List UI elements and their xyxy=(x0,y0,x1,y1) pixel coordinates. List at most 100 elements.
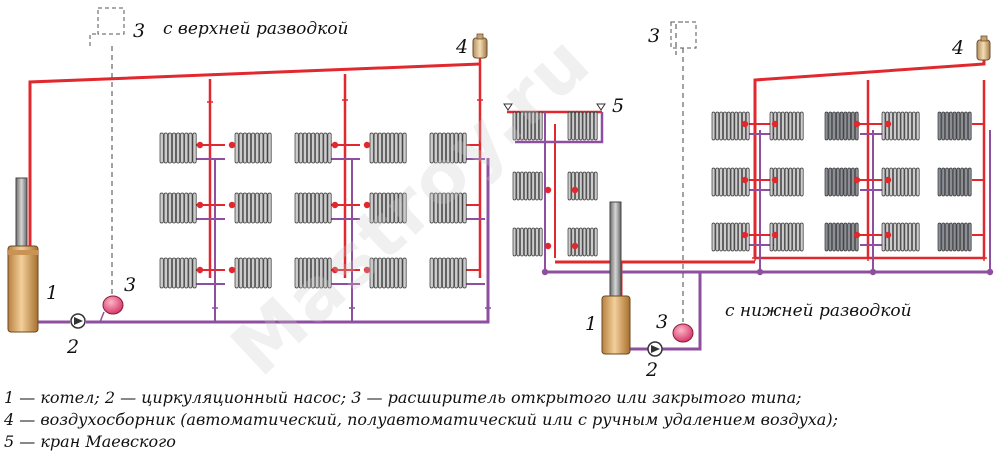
thermo-valve xyxy=(228,266,236,274)
right-radiator xyxy=(769,222,804,252)
right-boiler xyxy=(601,201,631,355)
right-expansion-tank-top xyxy=(670,21,697,49)
left-label-boiler: 1 xyxy=(46,282,59,304)
thermo-valve xyxy=(228,141,236,149)
right-radiator xyxy=(711,167,750,197)
left-radiator xyxy=(294,132,332,164)
left-radiator xyxy=(159,257,197,289)
shutoff-valve xyxy=(981,255,987,261)
right-pump xyxy=(647,341,663,357)
thermo-valve xyxy=(363,266,371,274)
right-radiator xyxy=(881,222,920,252)
drain-valve xyxy=(986,268,994,276)
left-radiator xyxy=(234,192,272,224)
left-radiator xyxy=(429,192,467,224)
thermo-valve xyxy=(884,231,892,239)
thermo-valve xyxy=(228,201,236,209)
thermo-valve xyxy=(544,186,552,194)
right-radiator-small xyxy=(512,171,543,201)
radiator-group xyxy=(159,111,972,289)
right-top-loop xyxy=(515,112,604,144)
thermo-valve xyxy=(853,176,861,184)
left-radiator xyxy=(429,257,467,289)
thermo-valve xyxy=(853,231,861,239)
thermo-valve xyxy=(884,120,892,128)
thermo-valve xyxy=(196,266,204,274)
right-supply-top xyxy=(753,60,986,258)
left-radiator xyxy=(234,132,272,164)
thermo-valve xyxy=(853,120,861,128)
thermo-valve xyxy=(196,141,204,149)
left-pump xyxy=(70,313,86,329)
right-tank-top-line xyxy=(675,21,683,55)
shutoff-valve xyxy=(207,99,213,105)
right-radiator xyxy=(937,167,972,197)
right-radiator xyxy=(769,111,804,141)
right-radiator xyxy=(881,167,920,197)
legend-line-1: 1 — котел; 2 — циркуляционный насос; 3 —… xyxy=(4,388,802,407)
thermo-valve xyxy=(771,231,779,239)
right-radiator-small xyxy=(512,111,543,141)
legend-line-3: 5 — кран Маевского xyxy=(4,432,176,451)
right-label-air-collector: 4 xyxy=(952,37,965,59)
left-boiler xyxy=(7,177,39,333)
right-radiator-small xyxy=(567,111,598,141)
shutoff-valve xyxy=(349,305,355,311)
right-radiator-small xyxy=(512,227,543,257)
right-label-pump: 2 xyxy=(646,359,659,381)
right-label-tank-top: 3 xyxy=(648,25,661,47)
thermo-valve xyxy=(363,141,371,149)
right-radiator xyxy=(769,167,804,197)
right-return-to-pump xyxy=(662,272,702,351)
right-label-mayevsky: 5 xyxy=(612,95,625,117)
left-expansion-tank-top xyxy=(89,7,125,46)
thermo-valve xyxy=(331,141,339,149)
right-scheme-title: с нижней разводкой xyxy=(725,301,912,321)
left-radiator xyxy=(234,257,272,289)
left-air-collector xyxy=(472,33,488,59)
thermo-valve xyxy=(196,201,204,209)
shutoff-valve xyxy=(212,305,218,311)
thermo-valve xyxy=(771,120,779,128)
thermo-valve xyxy=(741,231,749,239)
shutoff-valve xyxy=(485,305,491,311)
thermo-valve xyxy=(544,242,552,250)
right-radiator xyxy=(824,111,859,141)
shutoff-valve xyxy=(752,255,758,261)
right-radiator xyxy=(824,167,859,197)
left-radiator xyxy=(429,132,467,164)
left-label-tank-top: 3 xyxy=(133,20,146,42)
right-radiator xyxy=(881,111,920,141)
right-radiator xyxy=(711,222,750,252)
drain-valve xyxy=(541,268,549,276)
left-supply-main xyxy=(28,62,481,250)
shutoff-valve xyxy=(865,255,871,261)
drain-valve xyxy=(756,268,764,276)
right-radiator xyxy=(937,222,972,252)
left-label-pump: 2 xyxy=(67,336,80,358)
right-radiator-small xyxy=(567,227,598,257)
thermo-valve xyxy=(771,176,779,184)
left-radiator xyxy=(369,257,407,289)
right-air-collector xyxy=(976,35,991,61)
mayevsky-valve-icon xyxy=(596,103,606,111)
shutoff-valve xyxy=(477,97,483,103)
thermo-valve xyxy=(331,201,339,209)
thermo-valve xyxy=(331,266,339,274)
right-radiator xyxy=(937,111,972,141)
left-tank-link xyxy=(99,311,105,323)
legend-line-2: 4 — воздухосборник (автоматический, полу… xyxy=(4,410,838,429)
left-expansion-tank xyxy=(102,295,124,315)
left-label-tank: 3 xyxy=(124,274,137,296)
left-radiator xyxy=(294,257,332,289)
left-label-air-collector: 4 xyxy=(456,36,469,58)
right-label-boiler: 1 xyxy=(585,313,598,335)
shutoff-valve xyxy=(342,97,348,103)
pipe-network xyxy=(28,21,991,351)
left-radiator xyxy=(369,132,407,164)
thermo-valve xyxy=(884,176,892,184)
left-radiator xyxy=(369,192,407,224)
thermo-valve xyxy=(363,201,371,209)
thermo-valve xyxy=(571,186,579,194)
